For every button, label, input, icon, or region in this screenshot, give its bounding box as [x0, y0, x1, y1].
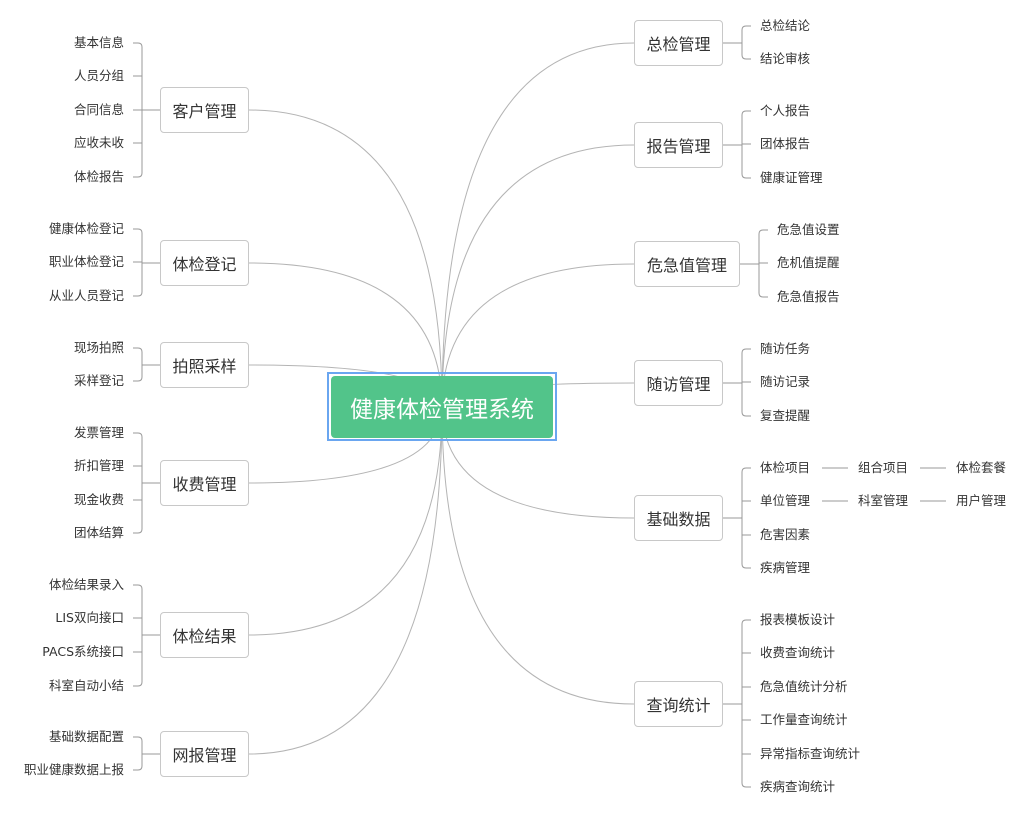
subtopic-item[interactable]: 收费查询统计: [760, 645, 836, 660]
subtopic-item[interactable]: 现场拍照: [73, 340, 124, 355]
subtopic-item[interactable]: 体检结果录入: [48, 577, 124, 592]
topic-node[interactable]: 体检结果: [160, 612, 249, 658]
subtopic-item[interactable]: 疾病查询统计: [760, 779, 836, 794]
bracket-line: [741, 348, 751, 354]
topic-node[interactable]: 网报管理: [160, 731, 249, 777]
subtopic-item[interactable]: 科室自动小结: [48, 678, 124, 693]
subtopic-item[interactable]: 工作量查询统计: [760, 712, 848, 727]
bracket-line: [133, 172, 143, 178]
subtopic-item[interactable]: 健康体检登记: [48, 221, 124, 236]
bracket-line: [741, 25, 751, 31]
topic-node[interactable]: 拍照采样: [160, 342, 249, 388]
topic-node[interactable]: 客户管理: [160, 87, 249, 133]
subtopic-item[interactable]: 危急值统计分析: [760, 679, 848, 694]
branch-curve: [248, 109, 443, 408]
subtopic-item[interactable]: 随访记录: [760, 374, 811, 389]
subtopic-item[interactable]: 健康证管理: [760, 170, 823, 185]
subtopic-item[interactable]: LIS双向接口: [55, 610, 124, 625]
bracket-line: [133, 681, 143, 687]
subtopic-item[interactable]: 危机值提醒: [777, 255, 840, 270]
bracket-line: [133, 432, 143, 438]
bracket-line: [758, 292, 768, 298]
bracket-line: [133, 228, 143, 234]
subtopic-item[interactable]: 合同信息: [73, 102, 124, 117]
topic-node[interactable]: 收费管理: [160, 460, 249, 506]
subtopic-item[interactable]: 折扣管理: [73, 458, 124, 473]
subtopic-item[interactable]: 用户管理: [956, 493, 1007, 508]
selection-outline: [327, 372, 557, 441]
subtopic-item[interactable]: 现金收费: [73, 492, 124, 507]
topic-node[interactable]: 随访管理: [634, 360, 723, 406]
bracket-line: [741, 563, 751, 569]
subtopic-item[interactable]: 基本信息: [73, 35, 124, 50]
bracket-line: [133, 347, 143, 353]
subtopic-item[interactable]: 组合项目: [858, 460, 909, 475]
subtopic-item[interactable]: 应收未收: [73, 135, 124, 150]
subtopic-item[interactable]: 发票管理: [73, 425, 124, 440]
bracket-line: [741, 467, 751, 473]
subtopic-item[interactable]: 个人报告: [760, 103, 811, 118]
subtopic-item[interactable]: 体检报告: [73, 169, 124, 184]
topic-node[interactable]: 查询统计: [634, 681, 723, 727]
topic-node[interactable]: 报告管理: [634, 122, 723, 168]
branch-curve: [248, 406, 443, 755]
bracket-line: [133, 291, 143, 297]
subtopic-item[interactable]: 从业人员登记: [48, 288, 124, 303]
bracket-line: [133, 736, 143, 742]
central-topic[interactable]: 健康体检管理系统: [331, 376, 553, 438]
subtopic-item[interactable]: 随访任务: [760, 341, 811, 356]
subtopic-item[interactable]: 危害因素: [760, 527, 811, 542]
subtopic-item[interactable]: 团体结算: [73, 525, 124, 540]
topic-node[interactable]: 危急值管理: [634, 241, 740, 287]
subtopic-item[interactable]: PACS系统接口: [42, 644, 124, 659]
subtopic-item[interactable]: 疾病管理: [760, 560, 811, 575]
bracket-line: [133, 528, 143, 534]
bracket-line: [133, 584, 143, 590]
subtopic-item[interactable]: 总检结论: [760, 18, 811, 33]
bracket-line: [133, 42, 143, 48]
topic-node[interactable]: 总检管理: [634, 20, 723, 66]
topic-node[interactable]: 体检登记: [160, 240, 249, 286]
subtopic-item[interactable]: 团体报告: [760, 136, 811, 151]
subtopic-item[interactable]: 体检套餐: [956, 460, 1007, 475]
bracket-line: [758, 229, 768, 235]
subtopic-item[interactable]: 基础数据配置: [48, 729, 124, 744]
bracket-line: [133, 376, 143, 382]
subtopic-item[interactable]: 人员分组: [73, 68, 124, 83]
branch-curve: [248, 406, 443, 636]
subtopic-item[interactable]: 危急值报告: [777, 289, 840, 304]
topic-node[interactable]: 基础数据: [634, 495, 723, 541]
subtopic-item[interactable]: 异常指标查询统计: [760, 746, 861, 761]
branch-curve: [441, 42, 635, 408]
branch-curve: [441, 144, 635, 408]
subtopic-item[interactable]: 采样登记: [73, 373, 124, 388]
bracket-line: [133, 765, 143, 771]
subtopic-item[interactable]: 报表模板设计: [760, 612, 836, 627]
subtopic-item[interactable]: 危急值设置: [777, 222, 840, 237]
bracket-line: [741, 54, 751, 60]
subtopic-item[interactable]: 体检项目: [760, 460, 811, 475]
subtopic-item[interactable]: 复查提醒: [760, 408, 811, 423]
subtopic-item[interactable]: 科室管理: [858, 493, 909, 508]
bracket-line: [741, 173, 751, 179]
bracket-line: [741, 619, 751, 625]
branch-curve: [441, 406, 635, 705]
subtopic-item[interactable]: 职业体检登记: [48, 254, 124, 269]
subtopic-item[interactable]: 结论审核: [760, 51, 811, 66]
subtopic-item[interactable]: 职业健康数据上报: [23, 762, 124, 777]
bracket-line: [741, 411, 751, 417]
bracket-line: [741, 110, 751, 116]
subtopic-item[interactable]: 单位管理: [760, 493, 811, 508]
bracket-line: [741, 782, 751, 788]
